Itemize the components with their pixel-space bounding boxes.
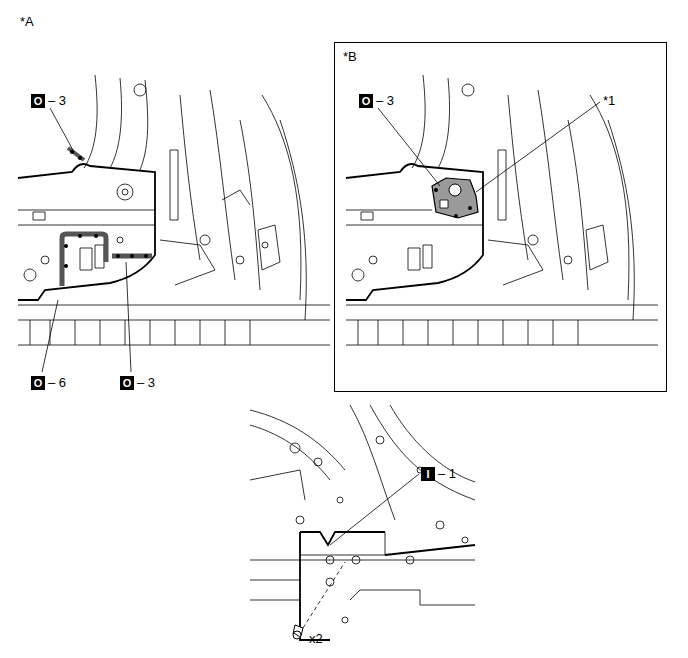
- quantity-label: x2: [309, 631, 323, 647]
- panel-a-drawing: [18, 75, 330, 345]
- view-label: *A: [20, 14, 34, 30]
- callout-number: – 3: [48, 93, 66, 109]
- weld-dots: [64, 150, 148, 268]
- leader-lines: [42, 102, 600, 545]
- callout-number: – 6: [48, 375, 66, 391]
- part-symbol: I: [421, 467, 435, 481]
- weld-symbol: O: [31, 94, 45, 108]
- callout-number: – 1: [438, 466, 456, 482]
- weld-symbol: O: [120, 376, 134, 390]
- callout-number: *1: [603, 93, 615, 109]
- weld-symbol: O: [359, 94, 373, 108]
- bolt-icon: [293, 625, 303, 639]
- panel-b-drawing: [346, 75, 658, 345]
- panel-c-drawing: [250, 405, 475, 640]
- weld-symbol: O: [31, 376, 45, 390]
- callout-number: – 3: [137, 375, 155, 391]
- callout-number: – 3: [376, 93, 394, 109]
- weld-points: [62, 148, 152, 286]
- view-label: *B: [335, 43, 357, 65]
